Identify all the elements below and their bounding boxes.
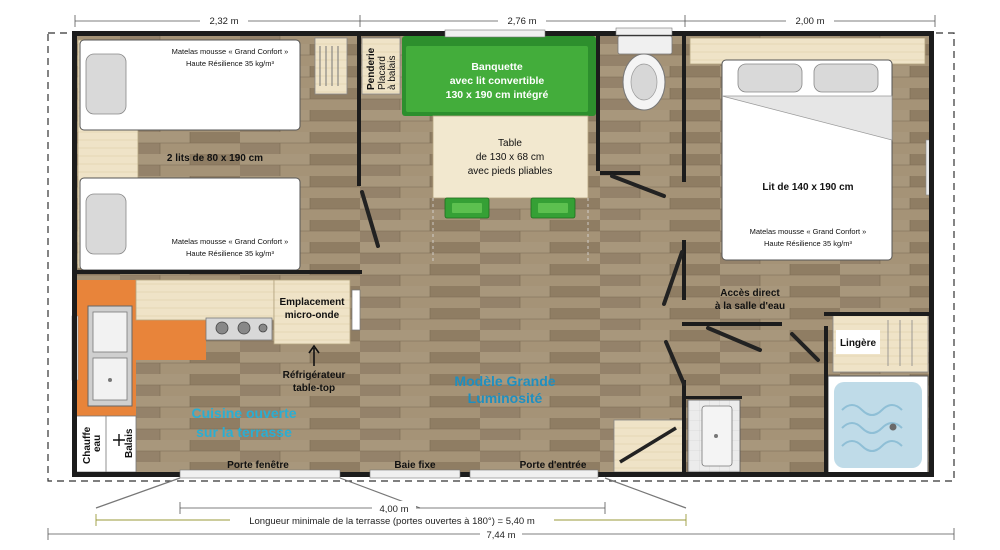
placard-label-line1: Placard	[377, 56, 388, 90]
wc-room	[600, 33, 684, 173]
porte-fenetre-label: Porte fenêtre	[227, 460, 289, 471]
bottom-dimensions: 4,00 m Longueur minimale de la terrasse …	[47, 501, 955, 541]
baie-fixe-label: Baie fixe	[394, 460, 436, 471]
window-top	[444, 29, 546, 38]
outer-outline	[47, 32, 955, 482]
twin-beds-label: 2 lits de 80 x 190 cm	[167, 153, 263, 164]
dim-bedroom-right: 2,00 m	[795, 16, 824, 27]
double-bedroom: Lit de 140 x 190 cm Matelas mousse « Gra…	[689, 37, 933, 261]
washbasin	[687, 399, 741, 473]
access-line1: Accès direct	[720, 288, 780, 299]
table-line1: Table	[498, 138, 522, 149]
banquette-line3: 130 x 190 cm intégré	[446, 89, 549, 101]
dining-table: Table de 130 x 68 cm avec pieds pliables	[432, 115, 589, 262]
arrow-up-icon	[308, 344, 320, 354]
top-dimensions: 2,32 m 2,76 m 2,00 m	[74, 13, 936, 27]
shower	[827, 375, 929, 475]
single-bed-top	[79, 39, 301, 131]
pillow-right	[813, 63, 879, 93]
fridge-line1: Réfrigérateur	[283, 370, 346, 381]
table-line2: de 130 x 68 cm	[476, 152, 544, 163]
dim-total: 7,44 m	[486, 530, 515, 541]
pillow-bottom	[85, 193, 127, 255]
model-line2: Luminosité	[468, 390, 543, 406]
double-bed-label: Lit de 140 x 190 cm	[762, 182, 853, 193]
lingerie-label: Lingère	[840, 338, 877, 349]
kitchen: Emplacement micro-onde Réfrigérateur tab…	[71, 279, 361, 473]
penderie-cabinet: Penderie Placard à balais	[361, 37, 401, 95]
window-wc	[615, 27, 673, 36]
banquette-line1: Banquette	[471, 61, 522, 73]
penderie-label: Penderie	[366, 47, 377, 90]
dim-bedroom-left: 2,32 m	[209, 16, 238, 27]
micro-line2: micro-onde	[285, 310, 340, 321]
open-kitchen-line1: Cuisine ouverte	[191, 405, 296, 421]
chauffe-line2: eau	[92, 435, 103, 452]
access-line2: à la salle d'eau	[715, 301, 785, 312]
lingerie-cabinet: Lingère	[832, 313, 929, 373]
banquette: Banquette avec lit convertible 130 x 190…	[402, 36, 596, 116]
balais-label: Balais	[124, 428, 135, 458]
mattress-top-line2: Haute Résilience 35 kg/m³	[186, 59, 274, 68]
interior-doors	[360, 174, 820, 386]
mattress-bottom-line1: Matelas mousse « Grand Confort »	[172, 237, 289, 246]
mattress-bottom-line2: Haute Résilience 35 kg/m³	[186, 249, 274, 258]
table-line3: avec pieds pliables	[468, 166, 553, 177]
open-kitchen-line2: sur la terrasse	[196, 424, 292, 440]
pillow-left	[737, 63, 803, 93]
pillow-top	[85, 53, 127, 115]
dim-living: 2,76 m	[507, 16, 536, 27]
dim-terrace-doors: 4,00 m	[379, 504, 408, 515]
chauffe-line1: Chauffe	[82, 426, 93, 464]
fridge-line2: table-top	[293, 383, 335, 394]
mattress-top-line1: Matelas mousse « Grand Confort »	[172, 47, 289, 56]
double-mattress-line1: Matelas mousse « Grand Confort »	[750, 227, 867, 236]
entry-mat	[613, 419, 685, 473]
micro-line1: Emplacement	[279, 297, 345, 308]
dim-terrace-min: Longueur minimale de la terrasse (portes…	[249, 516, 535, 527]
banquette-line2: avec lit convertible	[450, 75, 545, 87]
placard-label-line2: à balais	[387, 56, 398, 90]
shower-drain-icon	[889, 423, 897, 431]
model-line1: Modèle Grande	[454, 373, 555, 389]
porte-entree-label: Porte d'entrée	[520, 460, 587, 471]
double-mattress-line2: Haute Résilience 35 kg/m³	[764, 239, 852, 248]
twin-bedroom: Matelas mousse « Grand Confort » Haute R…	[77, 37, 348, 271]
hanger-icon	[319, 46, 339, 86]
broom-icon	[113, 434, 125, 446]
